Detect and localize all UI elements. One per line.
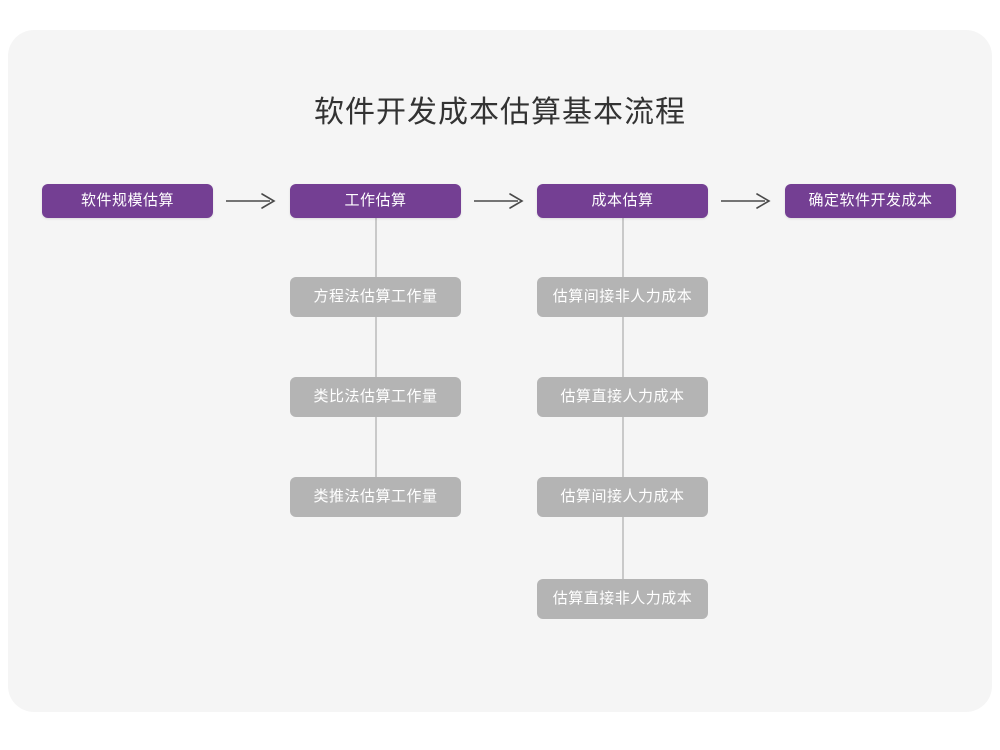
flow-substep-stage-3-3[interactable]: 估算间接人力成本 xyxy=(537,477,708,517)
connector-line-stage-2 xyxy=(374,218,377,517)
flow-node-stage-4[interactable]: 确定软件开发成本 xyxy=(785,184,956,218)
flow-node-stage-2[interactable]: 工作估算 xyxy=(290,184,461,218)
flow-node-stage-3[interactable]: 成本估算 xyxy=(537,184,708,218)
connector-line-stage-3 xyxy=(621,218,624,619)
flow-substep-stage-2-3[interactable]: 类推法估算工作量 xyxy=(290,477,461,517)
flow-substep-stage-2-2[interactable]: 类比法估算工作量 xyxy=(290,377,461,417)
flow-substep-stage-3-1[interactable]: 估算间接非人力成本 xyxy=(537,277,708,317)
page-title: 软件开发成本估算基本流程 xyxy=(314,96,686,129)
arrow-right-icon xyxy=(472,189,526,213)
arrow-right-icon xyxy=(719,189,773,213)
flow-substep-stage-3-4[interactable]: 估算直接非人力成本 xyxy=(537,579,708,619)
flow-substep-stage-2-1[interactable]: 方程法估算工作量 xyxy=(290,277,461,317)
diagram-card xyxy=(8,30,992,712)
flow-node-stage-1[interactable]: 软件规模估算 xyxy=(42,184,213,218)
flow-substep-stage-3-2[interactable]: 估算直接人力成本 xyxy=(537,377,708,417)
arrow-right-icon xyxy=(224,189,278,213)
